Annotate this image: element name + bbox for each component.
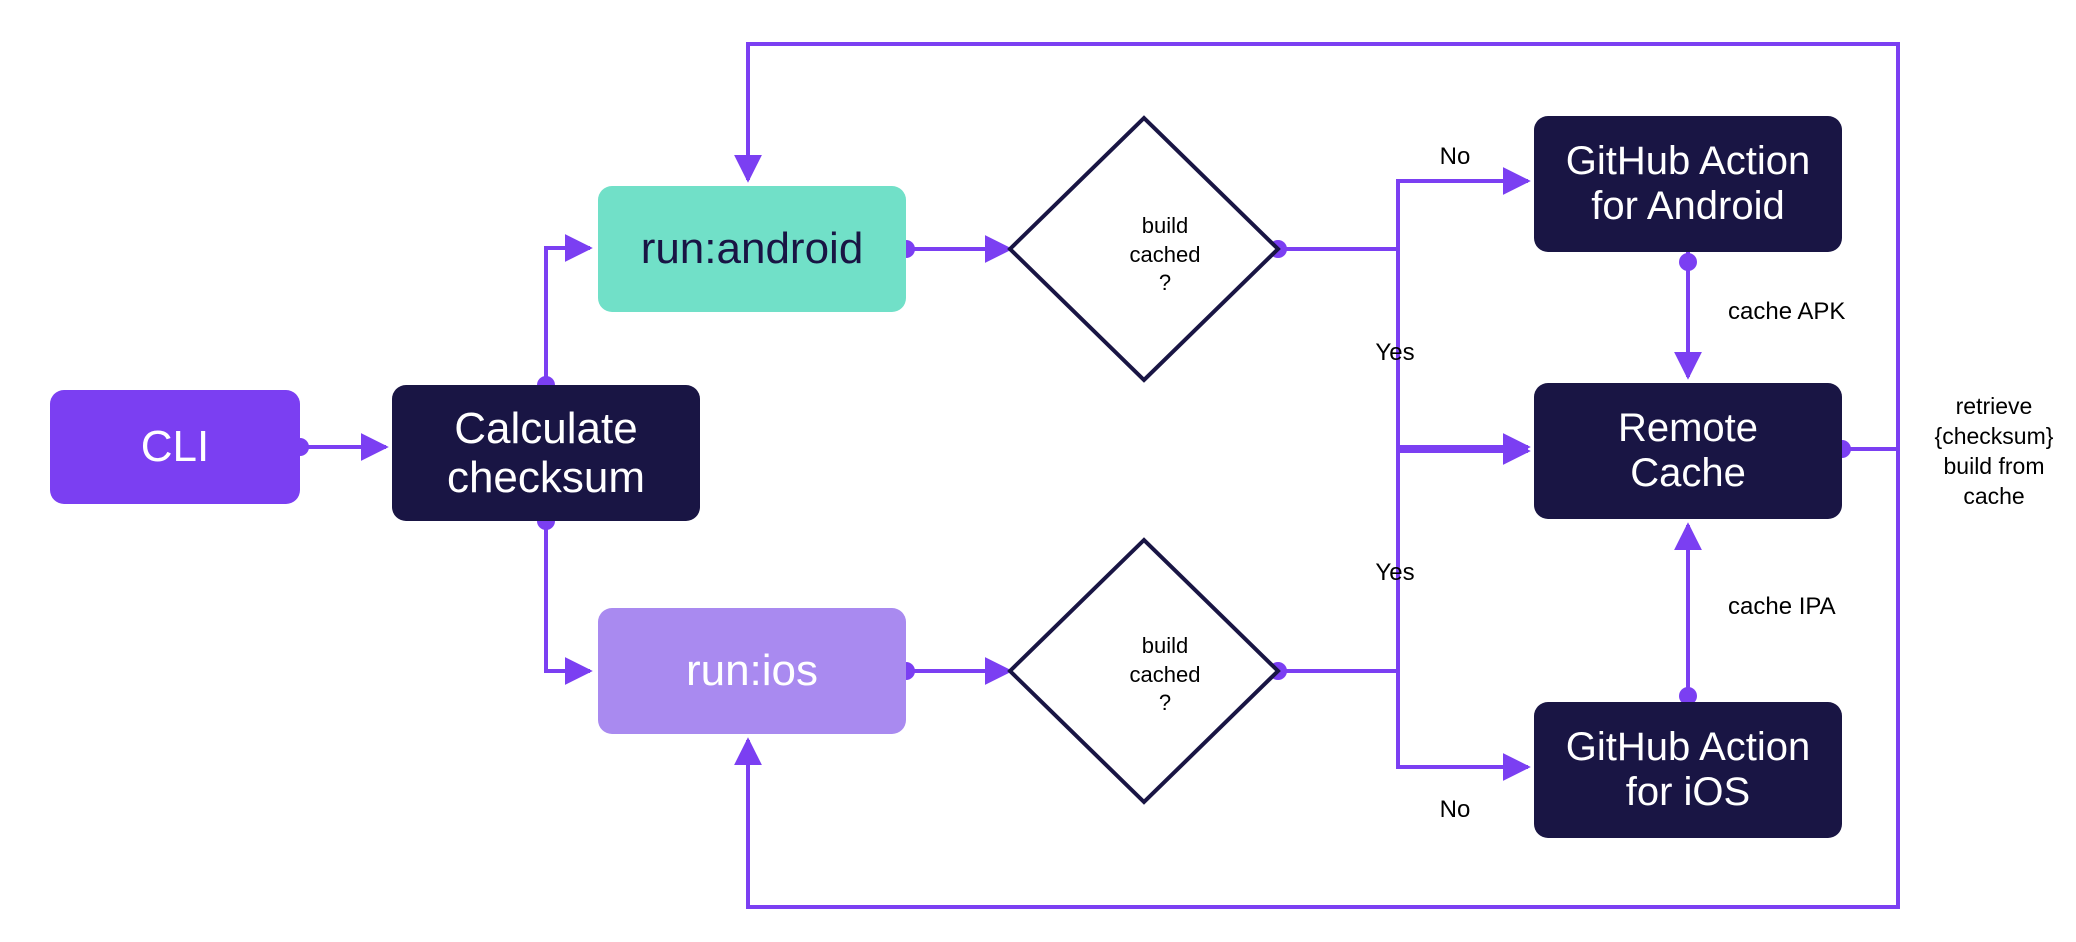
decision-android-shape — [1007, 115, 1281, 383]
node-github-action-ios[interactable]: GitHub Action for iOS — [1534, 702, 1842, 838]
node-run-ios[interactable]: run:ios — [598, 608, 906, 734]
edge-dot-gha-ios-out — [1679, 687, 1697, 705]
edge-android-yes-to-cache — [1396, 249, 1531, 461]
decision-ios-shape — [1007, 537, 1281, 805]
node-cli[interactable]: CLI — [50, 390, 300, 504]
edge-return-to-android — [734, 42, 1900, 449]
edge-ios-yes-to-cache — [1278, 437, 1531, 673]
node-run-android[interactable]: run:android — [598, 186, 906, 312]
edge-dot-gha-android-out — [1679, 253, 1697, 271]
node-github-action-android[interactable]: GitHub Action for Android — [1534, 116, 1842, 252]
edge-return-to-ios — [734, 449, 1900, 909]
edge-checksum-to-ios — [544, 521, 593, 685]
edge-ios-no-to-gha — [1396, 671, 1531, 781]
edge-checksum-to-android — [544, 234, 593, 385]
edge-android-no-to-gha — [1278, 167, 1531, 251]
node-calculate-checksum[interactable]: Calculate checksum — [392, 385, 700, 521]
node-remote-cache[interactable]: Remote Cache — [1534, 383, 1842, 519]
